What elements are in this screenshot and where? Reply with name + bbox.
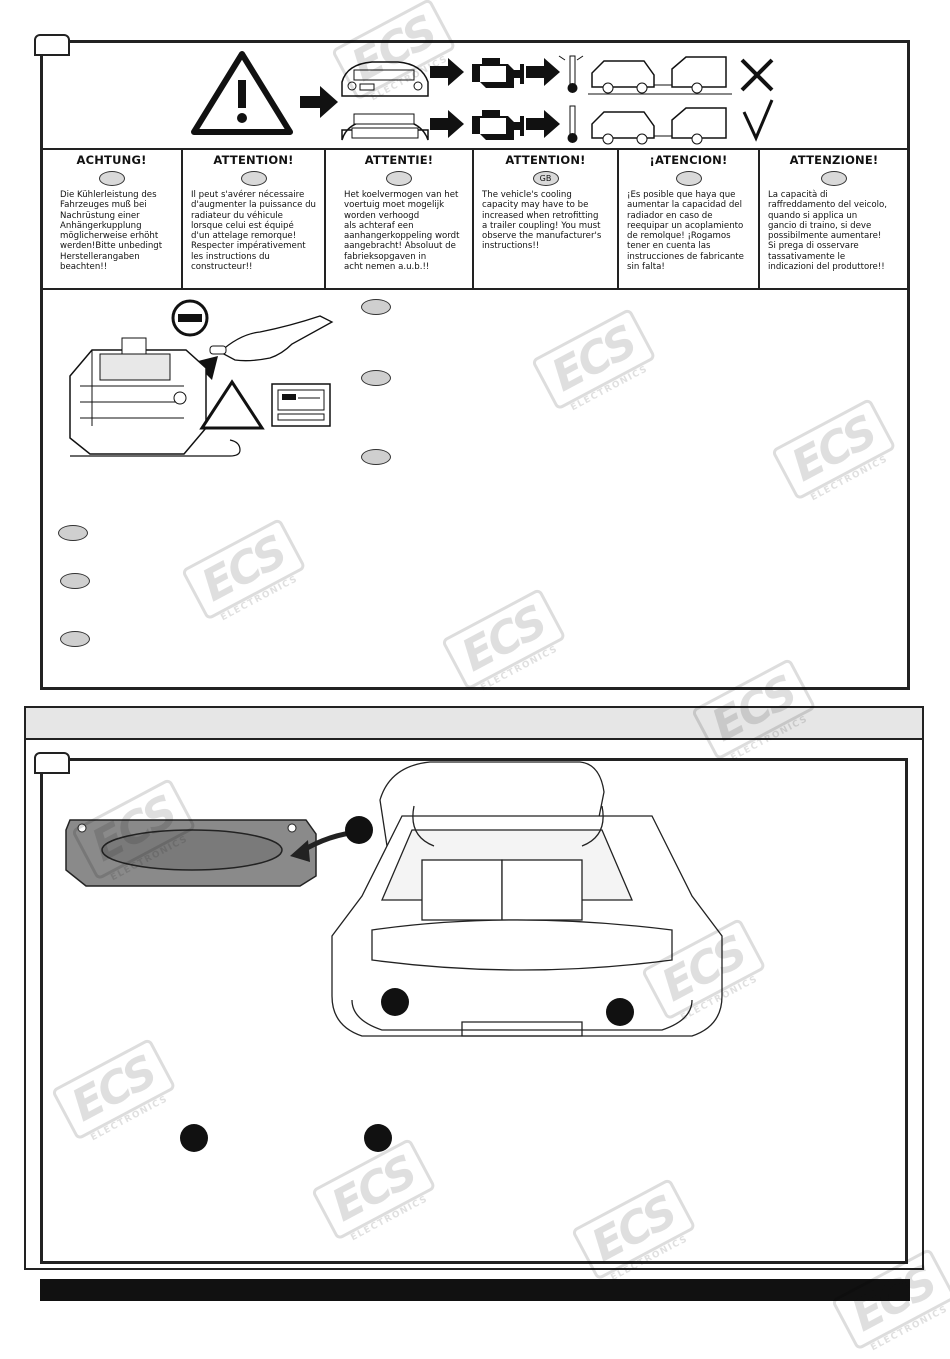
step-marker — [345, 816, 373, 844]
column-text: Die Kühlerleistung des Fahrzeuges muß be… — [60, 190, 163, 273]
column-divider — [472, 150, 474, 288]
table-bottom-rule — [40, 288, 910, 290]
note-bullet — [361, 449, 391, 465]
arrow-right-icon — [526, 58, 560, 86]
column-heading: ¡ATENCION! — [649, 153, 728, 167]
trunk-disassembly-illustration — [65, 761, 723, 1037]
column-divider — [324, 150, 326, 288]
step-marker — [180, 1124, 208, 1152]
column-heading: ACHTUNG! — [76, 153, 147, 167]
column-text: Il peut s'avérer nécessaire d'augmenter … — [191, 190, 316, 273]
arrow-right-icon — [430, 110, 464, 138]
language-badge: GB — [532, 171, 559, 186]
section-header-bar — [24, 706, 924, 740]
step-tab-bottom — [34, 752, 70, 774]
car-front-icon — [341, 61, 429, 97]
battery-disconnect-illustration — [69, 299, 334, 457]
warning-column-it: ATTENZIONE! La capacità di raffreddament… — [760, 150, 908, 288]
warning-triangle-icon — [191, 51, 293, 135]
cooling-warning-pictograms — [191, 51, 774, 145]
arrow-head-icon — [290, 840, 310, 862]
column-text: The vehicle's cooling capacity may have … — [482, 190, 602, 252]
thermometer-icon — [567, 105, 578, 143]
language-badge — [386, 171, 412, 186]
warning-column-gb: ATTENTION! GB The vehicle's cooling capa… — [474, 150, 617, 288]
column-divider — [758, 150, 760, 288]
car-trailer-icon — [591, 107, 727, 145]
engine-icon — [472, 110, 524, 140]
footer-bar — [40, 1279, 910, 1301]
step-marker — [381, 988, 409, 1016]
cross-icon — [740, 58, 774, 92]
trunk-panel — [24, 740, 924, 1270]
hand-icon — [209, 315, 334, 362]
column-heading: ATTENZIONE! — [789, 153, 879, 167]
language-badge — [98, 171, 125, 186]
column-heading: ATTENTIE! — [364, 153, 434, 167]
language-badge — [675, 171, 702, 186]
car-front-icon — [341, 113, 429, 141]
arrow-right-icon — [300, 86, 338, 118]
warning-column-nl: ATTENTIE! Het koelvermogen van het voert… — [326, 150, 472, 288]
minus-icon — [171, 299, 209, 337]
radio-unit-icon — [271, 383, 331, 427]
table-top-rule — [40, 148, 910, 150]
note-bullet — [361, 299, 391, 315]
step-marker — [606, 998, 634, 1026]
engine-icon — [472, 58, 524, 88]
check-icon — [742, 99, 774, 142]
language-badge — [821, 171, 847, 186]
column-text: ¡Es posible que haya que aumentar la cap… — [627, 190, 744, 273]
language-badge — [240, 171, 267, 186]
column-heading: ATTENTION! — [505, 153, 586, 167]
warning-triangle-icon — [199, 379, 265, 430]
step-tab-top — [34, 34, 70, 56]
note-bullet — [60, 631, 90, 647]
warning-panel — [40, 40, 910, 690]
arrow-right-icon — [430, 58, 464, 86]
column-divider — [617, 150, 619, 288]
trunk-inner-frame — [40, 758, 908, 1264]
step-marker — [364, 1124, 392, 1152]
column-text: La capacità di raffreddamento del veicol… — [768, 190, 887, 273]
warning-column-es: ¡ATENCION! ¡Es posible que haya que aume… — [619, 150, 758, 288]
column-text: Het koelvermogen van het voertuig moet m… — [344, 190, 460, 273]
arrow-right-icon — [526, 110, 560, 138]
column-heading: ATTENTION! — [213, 153, 294, 167]
note-bullet — [361, 370, 391, 386]
thermometer-icon — [558, 55, 584, 93]
battery-icon — [69, 337, 207, 455]
column-divider — [181, 150, 183, 288]
parcel-shelf-icon — [65, 819, 317, 887]
note-bullet — [58, 525, 88, 541]
note-bullet — [60, 573, 90, 589]
car-rear-icon — [331, 761, 723, 1037]
car-trailer-icon — [588, 56, 732, 95]
warning-column-fr: ATTENTION! Il peut s'avérer nécessaire d… — [183, 150, 324, 288]
warning-column-de: ACHTUNG! Die Kühlerleistung des Fahrzeug… — [42, 150, 181, 288]
